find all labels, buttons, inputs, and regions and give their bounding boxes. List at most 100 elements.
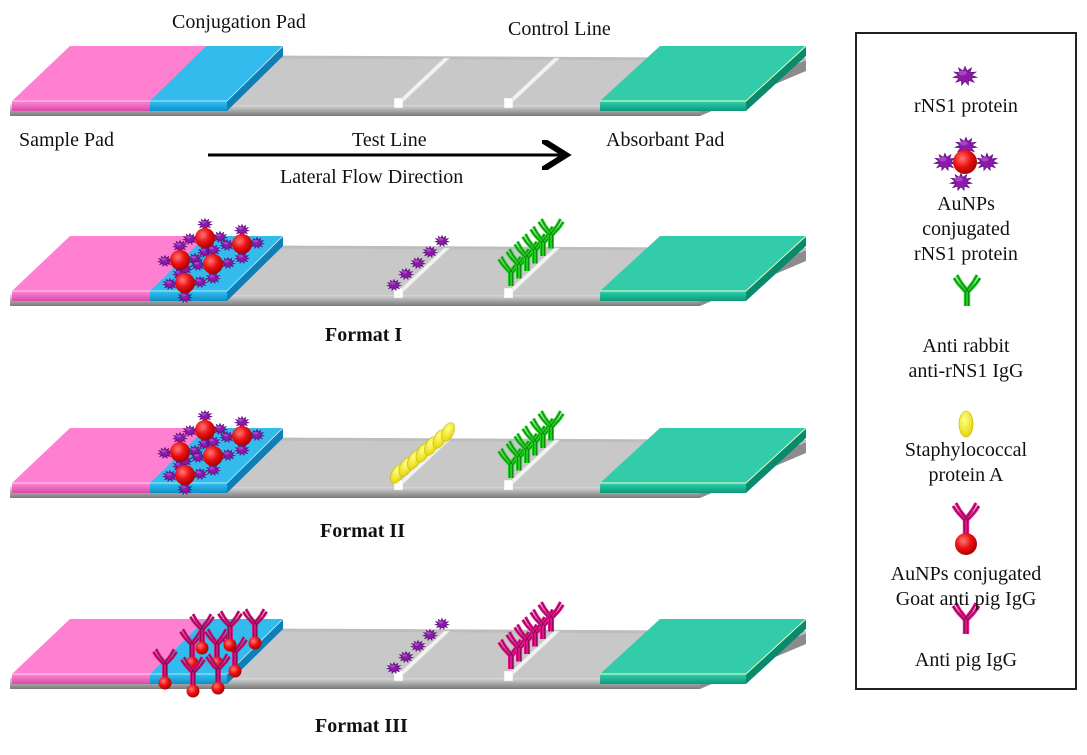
control-line-antibody [513,432,541,463]
legend-icons [932,65,1000,634]
gold-nanoparticle-icon [955,533,977,555]
rns1-protein-icon [204,435,222,449]
strip-format-3 [10,601,807,698]
aunp-rns1-conjugate [203,446,223,466]
control-line-antibody [537,601,565,632]
strip-format-2 [10,409,807,498]
absorbent-pad-side [746,236,806,301]
legend-label-rns1-protein: rNS1 protein [914,95,1018,117]
label-flow-direction: Lateral Flow Direction [280,166,464,188]
label-control-line: Control Line [508,18,611,40]
conjugation-pad-edge [150,101,227,111]
aunp-goat-anti-pig-igg-icon [951,502,981,555]
conjugation-pad-side [227,236,283,301]
aunp-goat-anti-pig-igg-particle [211,681,225,695]
sample-pad [12,236,206,291]
absorbent-pad-edge [600,483,746,493]
aunp-rns1-conjugate [232,234,252,254]
anti-pig-igg-icon [951,602,981,634]
sample-pad [12,428,206,483]
aunp-goat-anti-pig-igg [189,613,215,642]
test-line-rns1-protein [433,617,451,631]
aunp-goat-anti-pig-igg [180,656,206,685]
aunp-goat-anti-pig-igg-particle [195,641,209,655]
aunp-rns1-conjugate [170,250,190,270]
rns1-protein-icon [176,290,194,304]
rns1-protein-icon [176,482,194,496]
absorbent-pad [600,236,806,291]
label-test-line: Test Line [352,129,427,151]
test-line-rns1-protein [385,661,403,675]
rns1-protein-icon [932,152,958,172]
aunp-goat-anti-pig-igg-particle [223,638,237,652]
format-2-title: Format II [320,520,405,542]
strip-unlabeled [10,45,807,116]
test-line-rns1-protein [385,278,403,292]
rns1-protein-icon [248,428,266,442]
rns1-protein-icon [219,256,237,270]
aunp-goat-anti-pig-igg-particle [186,684,200,698]
absorbent-pad [600,619,806,674]
control-line-antibody [537,410,565,441]
absorbent-pad-edge [600,291,746,301]
aunp-rns1-conjugate-icon [932,136,1000,192]
label-conjugation-pad: Conjugation Pad [172,11,306,33]
absorbent-pad-side [746,46,806,111]
format-3-title: Format III [315,715,408,737]
rns1-protein-icon [974,152,1000,172]
conjugation-pad-side [227,619,283,684]
aunp-goat-anti-pig-igg [152,648,178,677]
sample-pad [12,619,206,674]
rns1-protein-icon [204,243,222,257]
anti-rabbit-igg-icon [952,274,982,306]
test-line-rns1-protein [433,234,451,248]
rns1-protein-icon [196,409,214,423]
conjugation-pad-edge [150,674,227,684]
aunp-goat-anti-pig-igg [217,610,243,639]
rns1-protein-icon [191,467,209,481]
test-line-rns1-protein [397,650,415,664]
test-line-rns1-protein [409,256,427,270]
rns1-protein-icon [948,172,974,192]
rns1-protein-icon [233,251,251,265]
strip-format-1 [10,217,807,306]
test-line-rns1-protein [421,245,439,259]
protein-a-icon [958,410,974,438]
rns1-protein-icon [171,239,189,253]
sample-pad [12,46,206,101]
rns1-protein-icon [204,463,222,477]
conjugation-pad [150,46,283,101]
label-absorbant-pad: Absorbant Pad [606,129,725,151]
rns1-protein-icon [233,223,251,237]
sample-pad-edge [12,291,150,301]
absorbent-pad [600,428,806,483]
aunp-rns1-conjugate [232,426,252,446]
rns1-protein-icon [204,271,222,285]
aunp-rns1-conjugate [195,420,215,440]
aunp-rns1-conjugate [195,228,215,248]
rns1-protein-icon [211,230,229,244]
rns1-protein-icon [951,65,979,86]
aunp-goat-anti-pig-igg [242,608,268,637]
absorbent-pad-side [746,428,806,493]
label-sample-pad: Sample Pad [19,129,114,151]
rns1-protein-icon [171,431,189,445]
aunp-goat-anti-pig-igg-particle [158,676,172,690]
rns1-protein-icon [191,275,209,289]
sample-pad-edge [12,674,150,684]
test-line-rns1-protein [397,267,415,281]
sample-pad-edge [12,483,150,493]
absorbent-pad-edge [600,674,746,684]
aunp-rns1-conjugate [203,254,223,274]
test-line-rns1-protein [409,639,427,653]
test-line-rns1-protein [421,628,439,642]
aunp-goat-anti-pig-igg-particle [248,636,262,650]
aunp-goat-anti-pig-igg-particle [228,664,242,678]
rns1-protein-icon [233,443,251,457]
